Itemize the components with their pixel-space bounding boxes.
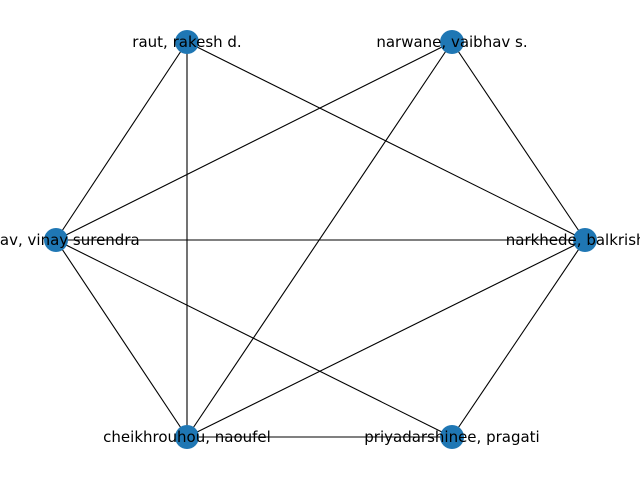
edge-narwane-narkhede — [451, 41, 586, 241]
node-yadav — [44, 228, 68, 252]
edge-cheikhrouhou-narkhede — [186, 239, 586, 438]
node-label-priyadarshinee: priyadarshinee, pragati — [364, 428, 539, 446]
edges-layer — [55, 41, 586, 438]
edge-raut-yadav — [55, 41, 188, 241]
node-cheikhrouhou — [175, 425, 199, 449]
edge-narkhede-priyadarshinee — [451, 239, 586, 438]
node-narwane — [440, 30, 464, 54]
edge-narwane-yadav — [55, 41, 453, 241]
node-label-cheikhrouhou: cheikhrouhou, naoufel — [103, 428, 271, 446]
node-priyadarshinee — [440, 425, 464, 449]
node-label-narkhede: narkhede, balkrishna — [506, 231, 640, 249]
node-label-yadav: yadav, vinay surendra — [0, 231, 140, 249]
node-raut — [175, 30, 199, 54]
node-label-raut: raut, rakesh d. — [132, 33, 241, 51]
node-narkhede — [573, 228, 597, 252]
edge-yadav-priyadarshinee — [55, 239, 453, 438]
labels-layer: raut, rakesh d. narwane, vaibhav s. narkhe… — [0, 33, 640, 446]
nodes-layer — [44, 30, 597, 449]
node-label-narwane: narwane, vaibhav s. — [376, 33, 527, 51]
edge-yadav-cheikhrouhou — [55, 239, 188, 438]
